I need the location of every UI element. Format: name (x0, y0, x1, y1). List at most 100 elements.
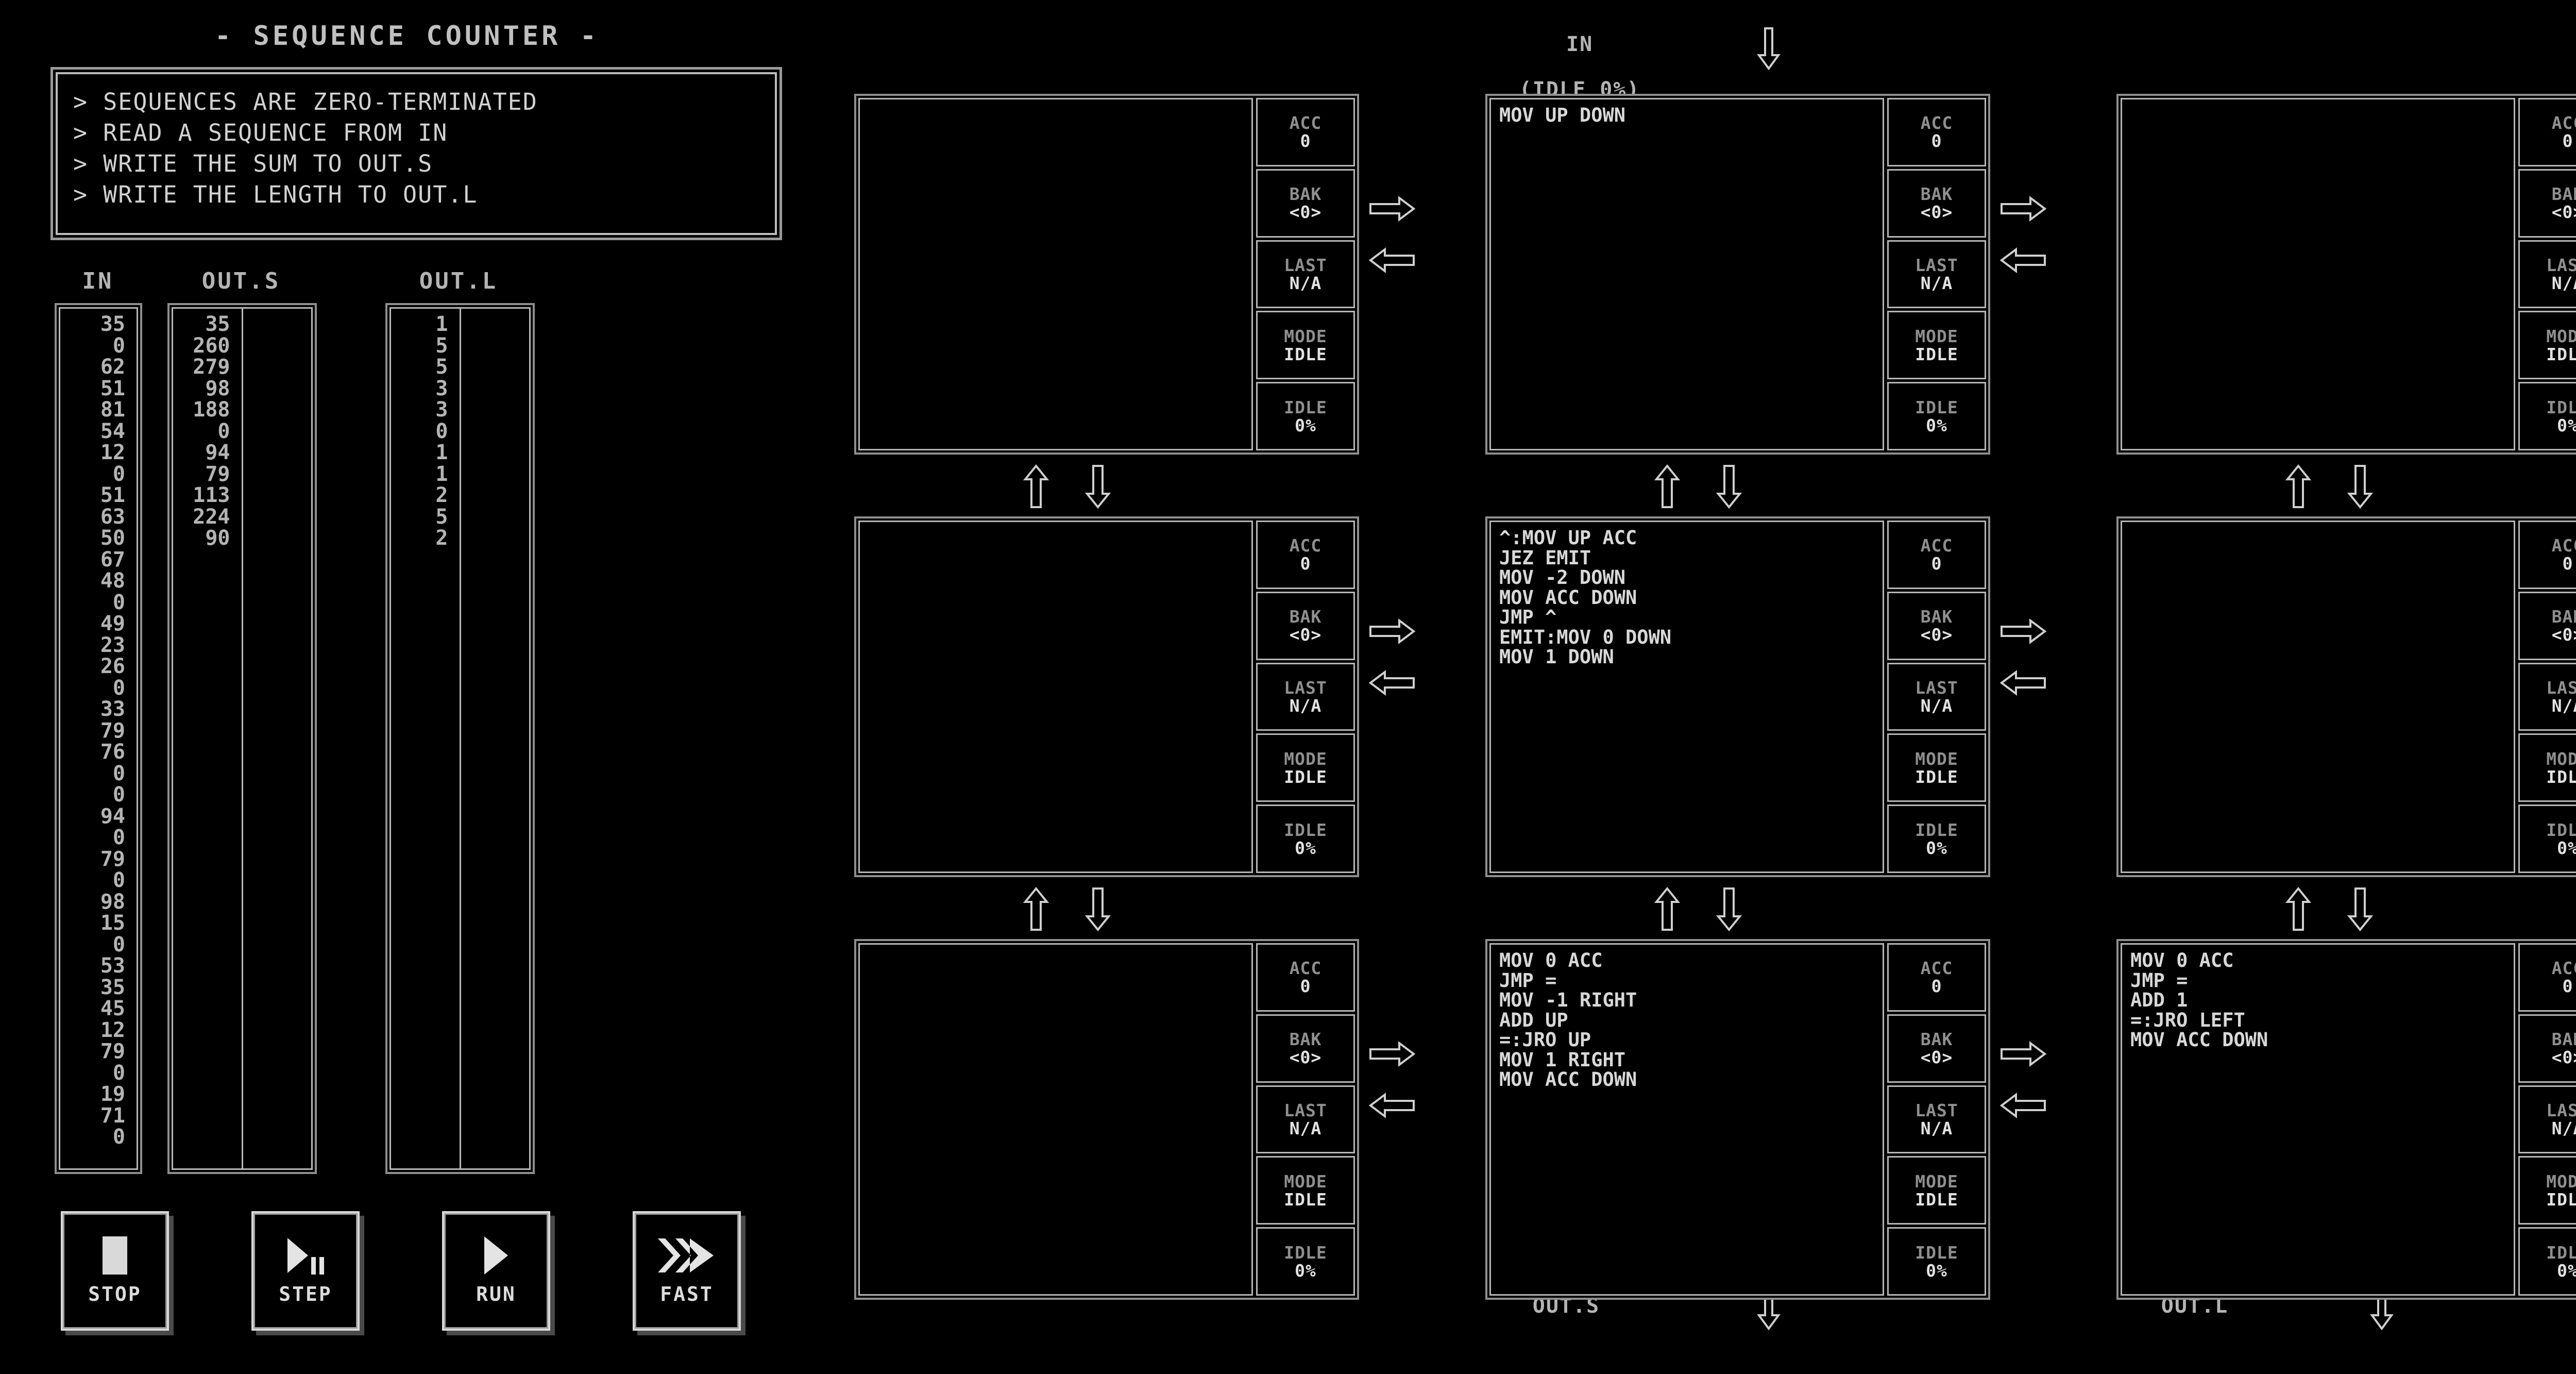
register-name: IDLE (1284, 397, 1327, 417)
code-line: MOV -1 RIGHT (1499, 989, 1637, 1011)
io-value-in: 0 (112, 676, 125, 700)
register-value: 0 (1300, 976, 1311, 997)
register-value: <0> (2551, 625, 2576, 645)
register-name: ACC (1289, 113, 1322, 133)
link-arrow-left-r1c1 (1999, 670, 2047, 696)
io-value-out-s-expected: 0 (217, 419, 230, 443)
code-editor-r0c1[interactable]: MOV UP DOWN (1489, 98, 1884, 450)
io-value-in: 79 (100, 718, 125, 743)
register-name: MODE (1284, 326, 1327, 346)
register-name: ACC (1920, 958, 1953, 979)
link-arrow-left-r2c1 (1999, 1093, 2047, 1118)
register-value: <0> (2551, 202, 2576, 223)
register-name: BAK (2551, 1029, 2576, 1050)
io-value-out-s-expected: 188 (193, 398, 230, 422)
code-line: MOV ACC DOWN (1499, 586, 1637, 609)
code-line: EMIT:MOV 0 DOWN (1499, 626, 1672, 648)
io-value-in: 62 (100, 355, 125, 379)
port-arrow-in-down (1757, 27, 1781, 71)
register-name: MODE (2546, 748, 2576, 769)
description-line: > WRITE THE LENGTH TO OUT.L (73, 181, 478, 208)
register-name: LAST (1284, 1100, 1327, 1120)
io-value-in: 0 (112, 868, 125, 892)
code-editor-r0c2[interactable] (2121, 98, 2515, 450)
code-line: MOV ACC DOWN (1499, 1068, 1637, 1091)
register-name: BAK (1920, 1029, 1953, 1050)
register-value: <0> (1289, 1047, 1322, 1068)
stop-button[interactable]: STOP (61, 1211, 169, 1331)
io-value-in: 94 (100, 804, 125, 828)
register-value: 0% (2557, 415, 2576, 435)
io-value-out-s-expected: 90 (205, 526, 230, 550)
link-arrow-up-r1c0 (1023, 886, 1049, 931)
fast-button-label: FAST (660, 1283, 714, 1305)
register-name: LAST (2546, 255, 2576, 275)
io-value-in: 12 (100, 1018, 125, 1042)
code-editor-r1c0[interactable] (858, 521, 1253, 873)
io-value-in: 12 (100, 441, 125, 464)
io-value-out-s-expected: 94 (205, 441, 230, 464)
register-name: MODE (1284, 1171, 1327, 1192)
io-value-out-s-expected: 113 (193, 483, 230, 507)
register-name: BAK (2551, 184, 2576, 205)
io-value-out-s-expected: 79 (205, 462, 230, 486)
io-value-in: 79 (100, 847, 125, 871)
io-value-in: 48 (100, 569, 125, 593)
io-value-in: 76 (100, 740, 125, 764)
run-button[interactable]: RUN (442, 1211, 550, 1331)
run-button-label: RUN (476, 1283, 516, 1305)
code-line: MOV ACC DOWN (2130, 1029, 2268, 1051)
link-arrow-down-r0c2 (2347, 465, 2374, 509)
register-name: ACC (2551, 958, 2576, 979)
io-value-in: 50 (100, 526, 125, 550)
link-arrow-left-r2c0 (1368, 1093, 1416, 1118)
fast-button[interactable]: FAST (633, 1211, 741, 1331)
code-line: MOV 1 DOWN (1499, 646, 1614, 668)
step-button[interactable]: STEP (251, 1211, 360, 1331)
code-line: MOV 0 ACC (1499, 949, 1603, 971)
io-header-out-l: OUT.L (419, 268, 498, 294)
io-value-in: 79 (100, 1040, 125, 1063)
code-editor-r1c2[interactable] (2121, 521, 2515, 873)
register-name: MODE (2546, 326, 2576, 346)
io-value-in: 35 (100, 975, 125, 999)
io-value-out-l-expected: 1 (435, 441, 448, 464)
register-name: ACC (1920, 113, 1953, 133)
register-bak: BAK<0> (2518, 169, 2576, 238)
code-line: JEZ EMIT (1499, 546, 1591, 569)
register-value: N/A (1289, 1118, 1322, 1138)
code-editor-r2c0[interactable] (858, 943, 1253, 1296)
io-value-out-s-expected: 35 (205, 312, 230, 336)
code-editor-r0c0[interactable] (858, 98, 1253, 450)
io-value-in: 54 (100, 419, 125, 443)
register-name: LAST (1284, 255, 1327, 275)
